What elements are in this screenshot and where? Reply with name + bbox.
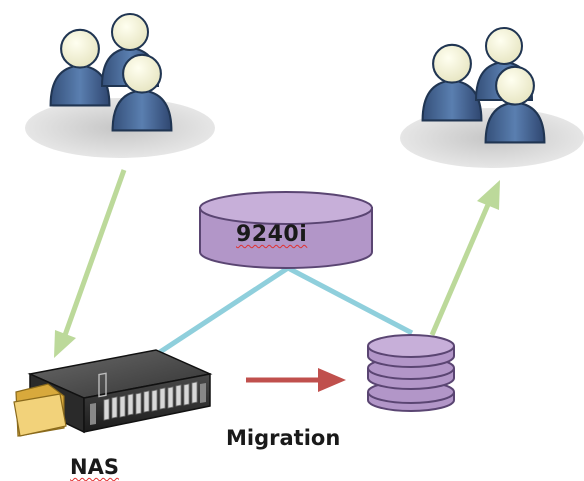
migration-label: Migration: [226, 426, 341, 450]
link-nas-to-9240i: [158, 265, 290, 355]
link-9240i-to-storage: [286, 265, 414, 336]
nas-label: NAS: [70, 455, 119, 479]
disk-9240i-label: 9240i: [236, 222, 308, 247]
user-group-left-icon: [25, 13, 215, 158]
disk-9240i-icon: [199, 191, 373, 269]
link-users-left-to-nas: [54, 169, 127, 358]
user-group-right-icon: [400, 27, 584, 168]
migration-arrow-icon: [246, 368, 346, 392]
storage-stack-icon: [367, 334, 455, 412]
nas-drive-bays: [103, 381, 198, 421]
link-storage-to-users-right: [429, 180, 500, 336]
folder-icon: [13, 383, 67, 437]
